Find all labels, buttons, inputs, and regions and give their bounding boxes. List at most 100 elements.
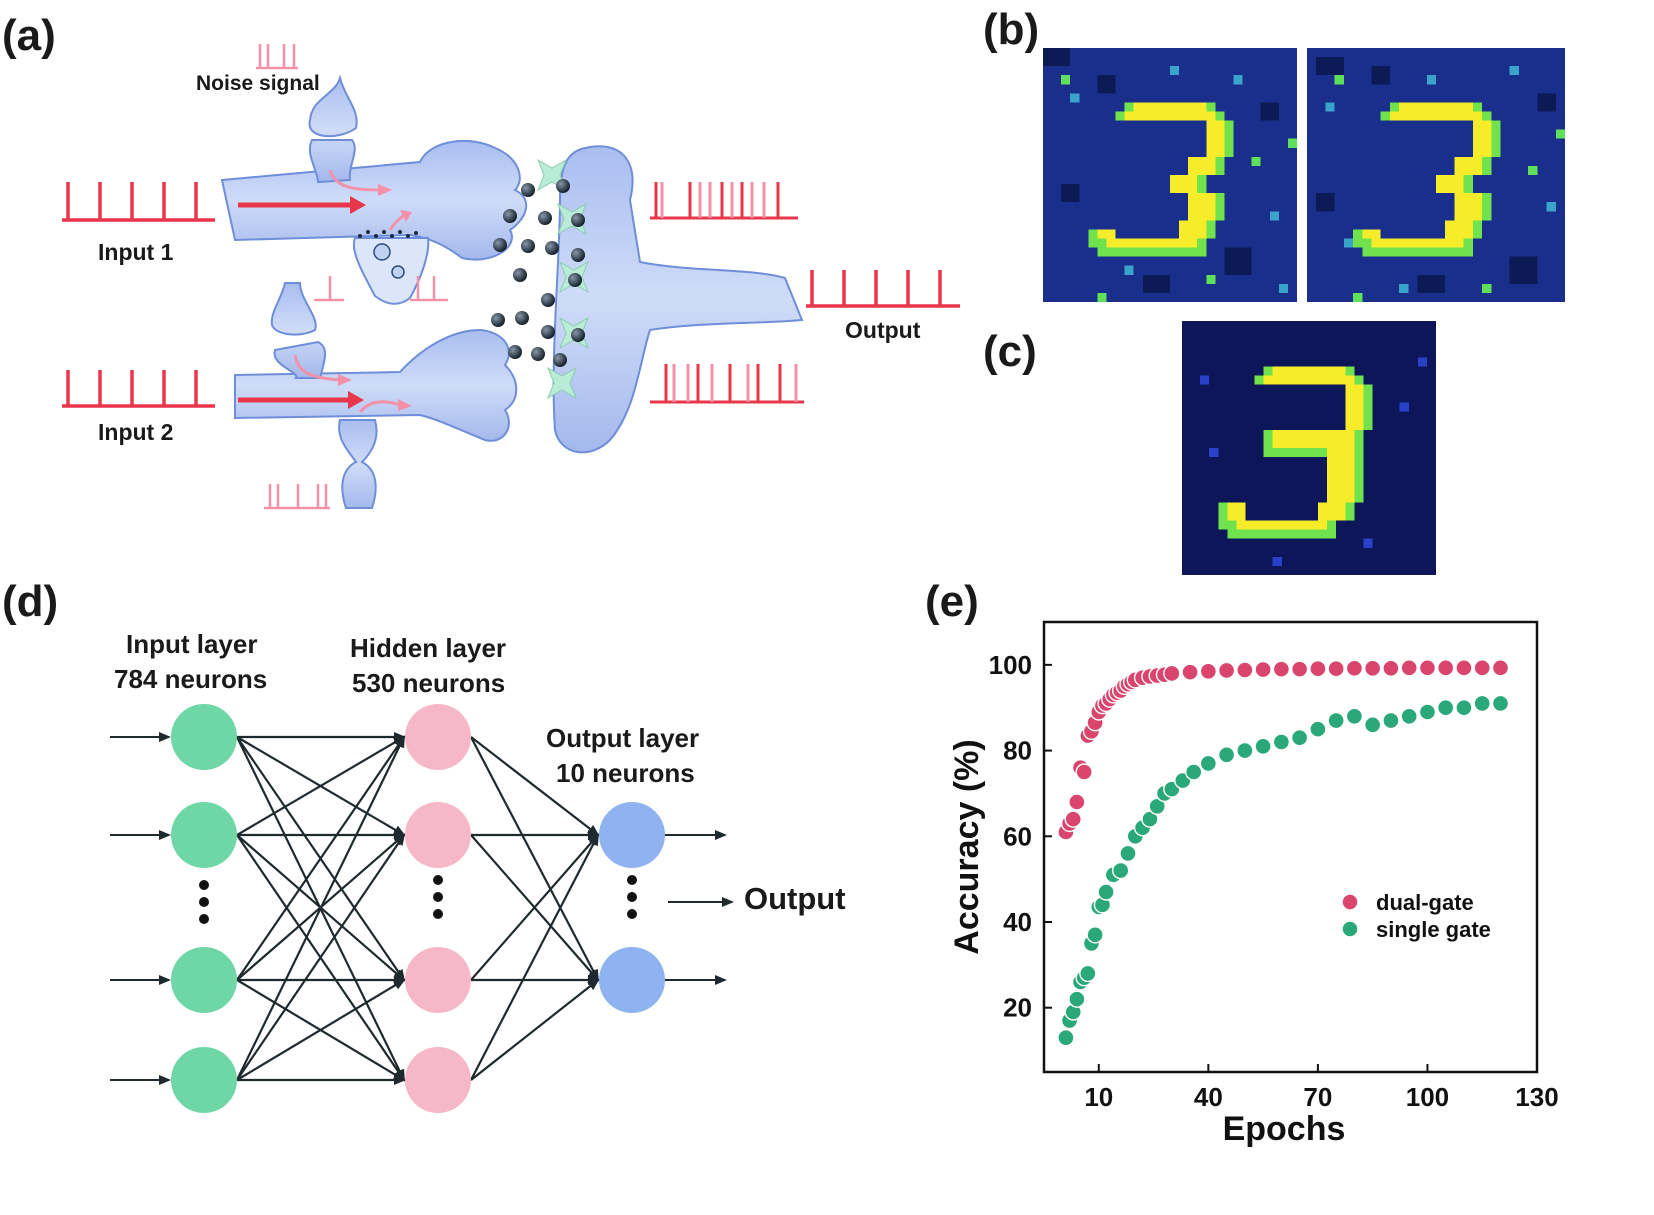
noisy-digit-image-2 [1307, 48, 1565, 302]
panel-label-e: (e) [925, 577, 979, 626]
network-connections [110, 732, 734, 1085]
noisy-digit-image-1 [1043, 48, 1297, 302]
data-point [1473, 694, 1491, 713]
presynaptic-terminal-lower [234, 328, 518, 442]
input-neuron [171, 802, 237, 868]
legend-marker-single-gate [1341, 920, 1359, 938]
data-point [1345, 659, 1364, 677]
data-point [1068, 990, 1086, 1008]
data-point [1272, 660, 1291, 678]
mixed-spike-train-upper [650, 182, 798, 220]
connection-input-hidden [236, 735, 405, 1081]
data-point [1382, 711, 1400, 730]
output-label-a: Output [845, 317, 921, 343]
data-point [1400, 707, 1418, 725]
network-neurons [171, 704, 665, 1113]
connection-hidden-output [470, 736, 600, 837]
hidden-layer-count: 530 neurons [352, 668, 506, 698]
data-point [1437, 659, 1455, 677]
input-layer-count: 784 neurons [114, 664, 268, 694]
data-point [1163, 664, 1181, 683]
modulatory-terminal-mid [352, 237, 430, 305]
data-point [1290, 729, 1309, 747]
neural-network-diagram [110, 704, 734, 1113]
connection-hidden-output [470, 833, 600, 981]
y-tick-label: 80 [1003, 736, 1032, 766]
data-point [1217, 661, 1236, 680]
y-tick-label: 60 [1003, 821, 1032, 851]
data-point [1437, 699, 1455, 717]
input-neuron [171, 947, 237, 1013]
connection-hidden-output [470, 736, 599, 982]
connection-input-hidden [236, 735, 406, 836]
data-point [1119, 844, 1137, 863]
legend-label-single-gate: single gate [1376, 917, 1491, 942]
data-point [1185, 763, 1203, 781]
noise-spikes-top [256, 44, 298, 70]
ellipsis-dots [199, 875, 637, 924]
x-axis-label: Epochs [1223, 1110, 1346, 1148]
modulatory-terminal-bottom [338, 419, 378, 509]
connection-input-hidden [236, 833, 406, 1081]
neurotransmitters [491, 179, 585, 367]
data-series [1057, 659, 1510, 1047]
hidden-neuron [405, 704, 471, 770]
data-point [1199, 662, 1218, 680]
legend: dual-gate single gate [1341, 890, 1491, 942]
data-point [1473, 659, 1491, 677]
data-point [1309, 720, 1327, 738]
output-layer-name: Output layer [546, 723, 700, 753]
data-point [1491, 659, 1510, 677]
data-point [1455, 659, 1473, 677]
input-layer-name: Input layer [126, 629, 258, 659]
modulatory-terminal-top [308, 74, 358, 184]
data-point [1057, 1029, 1075, 1047]
spike-train-input-2 [62, 370, 215, 408]
data-point [1418, 703, 1437, 721]
x-tick-label: 40 [1194, 1082, 1223, 1112]
x-tick-label: 100 [1406, 1082, 1449, 1112]
data-point [1363, 659, 1382, 677]
data-point [1111, 861, 1130, 880]
data-point [1327, 660, 1345, 678]
data-point [1236, 741, 1254, 760]
panel-label-a: (a) [2, 11, 56, 60]
connection-input-hidden [236, 735, 406, 981]
released-vesicles [358, 230, 418, 238]
spike-train-output [806, 270, 960, 308]
data-point [1097, 883, 1115, 901]
data-point [1236, 661, 1254, 679]
vesicle [391, 265, 405, 279]
data-point [1418, 659, 1437, 677]
panel-label-c: (c) [983, 327, 1037, 376]
hidden-neuron [405, 1047, 471, 1113]
data-point [1075, 763, 1093, 781]
data-point [1345, 707, 1364, 725]
connection-hidden-output [470, 978, 600, 1081]
input-2-label: Input 2 [98, 419, 174, 445]
y-tick-label: 20 [1003, 993, 1032, 1023]
data-point [1491, 694, 1510, 713]
signal-arrows [238, 169, 412, 414]
noise-spikes-bottom [264, 484, 330, 510]
output-neuron [599, 802, 665, 868]
x-tick-label: 10 [1084, 1082, 1113, 1112]
data-point [1309, 660, 1327, 678]
data-point [1217, 746, 1236, 764]
panel-label-b: (b) [983, 5, 1040, 54]
denoised-digit-image [1182, 321, 1436, 575]
data-point [1254, 660, 1272, 679]
panel-label-d: (d) [2, 577, 59, 626]
data-point [1400, 659, 1418, 677]
data-point [1086, 926, 1104, 944]
series-single-gate [1057, 694, 1510, 1047]
data-point [1290, 660, 1309, 678]
data-point [1064, 810, 1082, 828]
hidden-neuron [405, 802, 471, 868]
noise-spikes-mid [314, 276, 448, 302]
data-point [1079, 964, 1097, 983]
plot-frame [1042, 620, 1539, 1074]
